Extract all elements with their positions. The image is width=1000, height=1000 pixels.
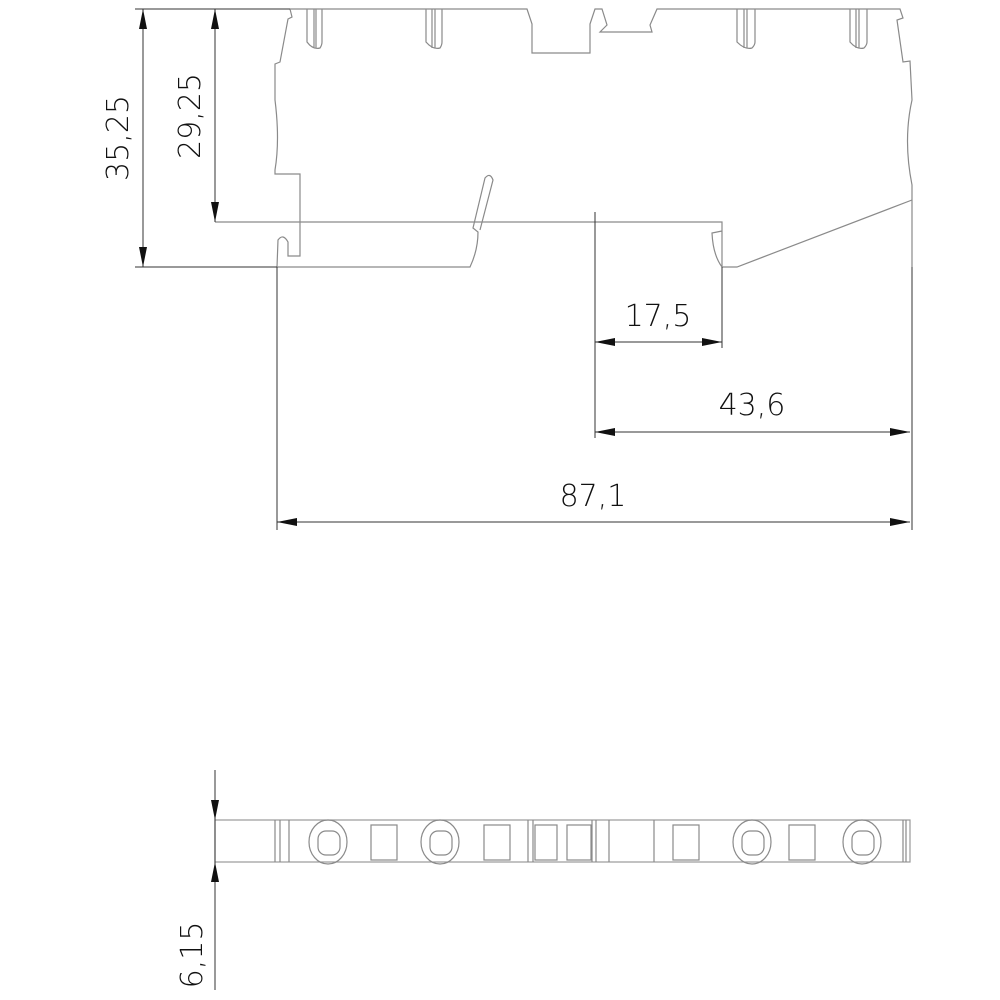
rib-4 (849, 9, 868, 49)
round-opening (842, 819, 882, 865)
square-opening (566, 824, 592, 861)
square-opening (672, 824, 700, 861)
dimension-thickness: 6,15 (175, 770, 219, 990)
square-opening (534, 824, 558, 861)
dimension-overall-height: 35,25 (101, 8, 290, 268)
dimension-label-offset-mid: 43,6 (719, 388, 786, 423)
dimension-overall-length: 87,1 (276, 267, 910, 530)
square-opening (483, 824, 511, 861)
square-openings (370, 824, 816, 861)
rib-2 (425, 9, 443, 49)
dimension-label-rail-height: 29,25 (173, 73, 208, 159)
square-opening (370, 824, 398, 861)
dimension-label-overall-height: 35,25 (101, 95, 136, 181)
round-opening (308, 819, 348, 865)
rib-1 (306, 9, 323, 49)
round-opening (732, 819, 772, 865)
dimension-offset-small: 17,5 (594, 212, 723, 438)
square-opening (788, 824, 816, 861)
top-view-outline (214, 819, 911, 865)
round-openings (308, 819, 882, 865)
dimension-label-offset-small: 17,5 (625, 299, 692, 334)
side-view-outline (215, 8, 913, 268)
dimension-label-overall-length: 87,1 (560, 479, 627, 514)
dimension-offset-mid: 43,6 (595, 267, 913, 530)
round-opening (420, 819, 460, 865)
dimension-label-thickness: 6,15 (175, 922, 210, 989)
arrowheads (211, 800, 219, 882)
rib-3 (736, 9, 756, 49)
dimension-rail-height: 29,25 (173, 9, 219, 222)
